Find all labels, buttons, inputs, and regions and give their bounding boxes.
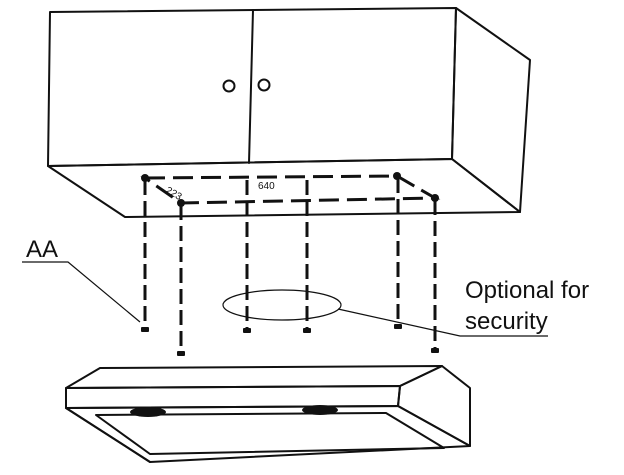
hood-front-lip <box>65 407 151 463</box>
left-door-knob <box>222 79 236 93</box>
cabinet-bottom-face <box>47 158 521 218</box>
mounting-rods <box>141 178 439 356</box>
screw-head-4 <box>303 328 311 333</box>
hood-front-face <box>65 385 401 409</box>
screw-head-2 <box>177 351 185 356</box>
label-aa: AA <box>26 236 58 263</box>
screw-head-3 <box>243 328 251 333</box>
mount-point-front-left <box>177 199 185 207</box>
screw-head-1 <box>141 327 149 332</box>
right-door-knob <box>257 78 271 92</box>
callout-aa: AA <box>22 236 141 323</box>
label-optional-line1: Optional for <box>465 277 589 304</box>
hood-side-face <box>397 365 471 447</box>
callout-optional: Optional for security <box>222 277 589 337</box>
hood-filter-panel <box>95 412 445 455</box>
hood-top-face <box>65 365 443 389</box>
mounting-outline <box>140 174 441 205</box>
leader-line-optional <box>337 308 548 337</box>
hood-light-left <box>130 407 166 417</box>
wall-cabinet <box>47 7 531 218</box>
label-optional-line2: security <box>465 308 548 335</box>
mount-point-back-left <box>141 174 149 182</box>
optional-ellipse <box>222 289 342 321</box>
range-hood <box>65 365 471 463</box>
dimension-width-label: 640 <box>258 181 275 192</box>
hood-light-right <box>302 405 338 415</box>
screw-head-5 <box>394 324 402 329</box>
mount-point-front-right <box>431 194 439 202</box>
leader-line-aa <box>22 261 141 323</box>
cabinet-side-face <box>451 7 531 213</box>
cabinet-door-split <box>248 9 254 164</box>
screw-head-6 <box>431 348 439 353</box>
mounting-template: 640 223 <box>140 172 441 207</box>
